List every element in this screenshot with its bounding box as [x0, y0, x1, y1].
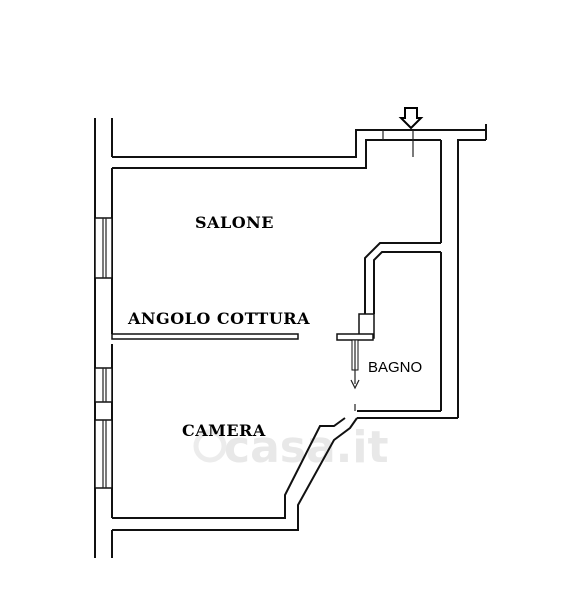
window-camera-lower	[94, 419, 113, 489]
bathroom-door	[350, 339, 360, 411]
room-label-salone: SALONE	[195, 213, 274, 232]
watermark-text: casa.it	[224, 422, 388, 473]
left-exterior-wall	[94, 118, 113, 558]
watermark: casa.it	[193, 422, 388, 473]
window-salone	[94, 217, 113, 279]
angled-wall	[112, 417, 358, 531]
kitchen-partition	[111, 333, 299, 340]
top-wall	[112, 124, 487, 418]
window-camera-upper	[94, 367, 113, 403]
room-label-camera: CAMERA	[182, 421, 266, 440]
entrance-arrow-icon	[398, 107, 424, 130]
room-label-bagno: BAGNO	[368, 359, 422, 376]
bathroom-walls	[336, 242, 458, 419]
room-label-angolo-cottura: ANGOLO COTTURA	[127, 309, 310, 328]
